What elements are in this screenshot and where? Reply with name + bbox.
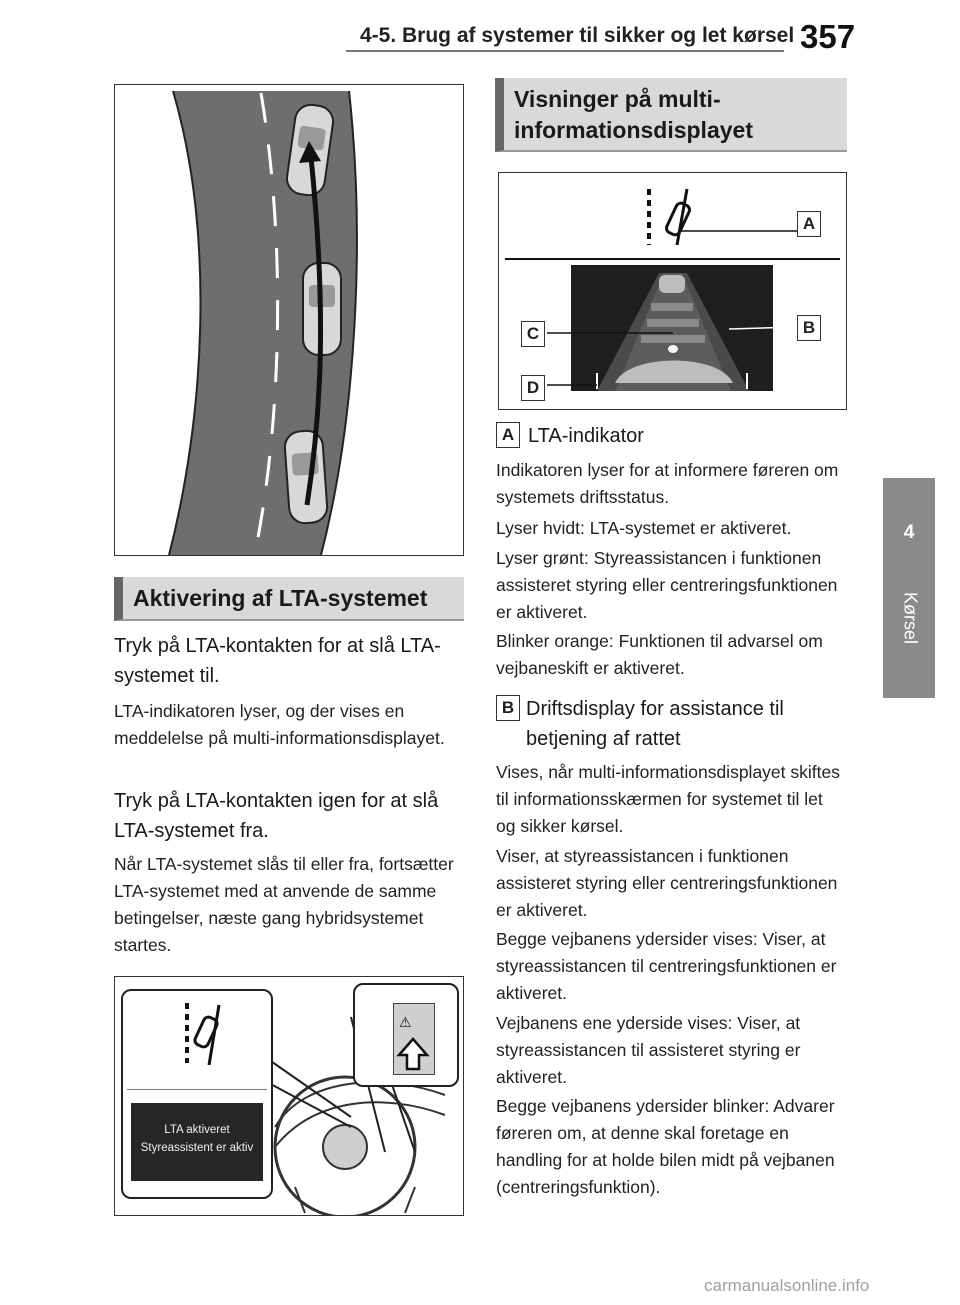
section-heading-displays: Visninger på multi- informationsdisplaye… <box>495 78 847 152</box>
display-callout: LTA aktiveret Styreassistent er aktiv <box>121 989 273 1199</box>
body-text-2: Når LTA-systemet slås til eller fra, for… <box>114 854 454 955</box>
page-number: 357 <box>800 18 856 55</box>
item-a-paragraph-2: Lyser hvidt: LTA-systemet er aktiveret. <box>496 518 792 538</box>
display-screen: LTA aktiveret Styreassistent er aktiv <box>131 1103 263 1181</box>
running-header: 4-5. Brug af systemer til sikker og let … <box>360 24 795 47</box>
callout-a: A <box>797 211 821 237</box>
item-b-paragraph-1: Vises, når multi-informationsdisplayet s… <box>496 762 840 836</box>
dashboard-illustration: LTA aktiveret Styreassistent er aktiv ⚠ <box>114 976 464 1216</box>
item-b-paragraph-2: Viser, at styreassistancen i funktionen … <box>496 846 838 920</box>
item-a-paragraph-3: Lyser grønt: Styreassistancen i funktio­… <box>496 548 838 622</box>
step-text-2: Tryk på LTA-kontakten igen for at slå LT… <box>114 790 439 842</box>
lta-switch-icon: ⚠ <box>396 1015 430 1071</box>
arrow-head <box>299 141 321 163</box>
watermark: carmanualsonline.info <box>704 1276 870 1295</box>
body-text-1: LTA-indikatoren lyser, og der vises en m… <box>114 701 445 748</box>
item-b-paragraph-5: Begge vejbanens ydersider blinker: Ad­va… <box>496 1096 835 1197</box>
step-text-1: Tryk på LTA-kontakten for at slå LTA-sys… <box>114 635 441 687</box>
chapter-label: Kørsel <box>900 591 921 645</box>
item-a-paragraph-4: Blinker orange: Funktionen til advarsel … <box>496 631 823 678</box>
header-rule <box>346 50 784 52</box>
multi-info-display-illustration: A B C D <box>498 172 847 410</box>
section-heading-activation: Aktivering af LTA-systemet <box>114 577 464 621</box>
item-letter-a: A <box>496 422 520 448</box>
lta-indicator-icon <box>185 1003 221 1066</box>
item-b-paragraph-4: Vejbanens ene yderside vises: Viser, at … <box>496 1013 801 1087</box>
callout-b: B <box>797 315 821 341</box>
road-lane-illustration <box>114 84 464 556</box>
item-b-paragraph-3: Begge vejbanens ydersider vises: Vi­ser,… <box>496 929 837 1003</box>
callout-d: D <box>521 375 545 401</box>
trajectory-arrow <box>304 156 324 506</box>
item-letter-b: B <box>496 695 520 721</box>
item-heading-a: LTA-indikator <box>528 425 644 447</box>
svg-text:⚠: ⚠ <box>399 1015 412 1031</box>
callout-c: C <box>521 321 545 347</box>
item-heading-b: Driftsdisplay for assistance til betjeni… <box>526 698 784 750</box>
item-a-paragraph-1: Indikatoren lyser for at informere føre­… <box>496 460 839 507</box>
chapter-tab[interactable]: 4 Kørsel <box>883 478 935 698</box>
switch-callout: ⚠ <box>353 983 459 1087</box>
chapter-number: 4 <box>903 522 915 543</box>
car-icon <box>283 429 329 525</box>
